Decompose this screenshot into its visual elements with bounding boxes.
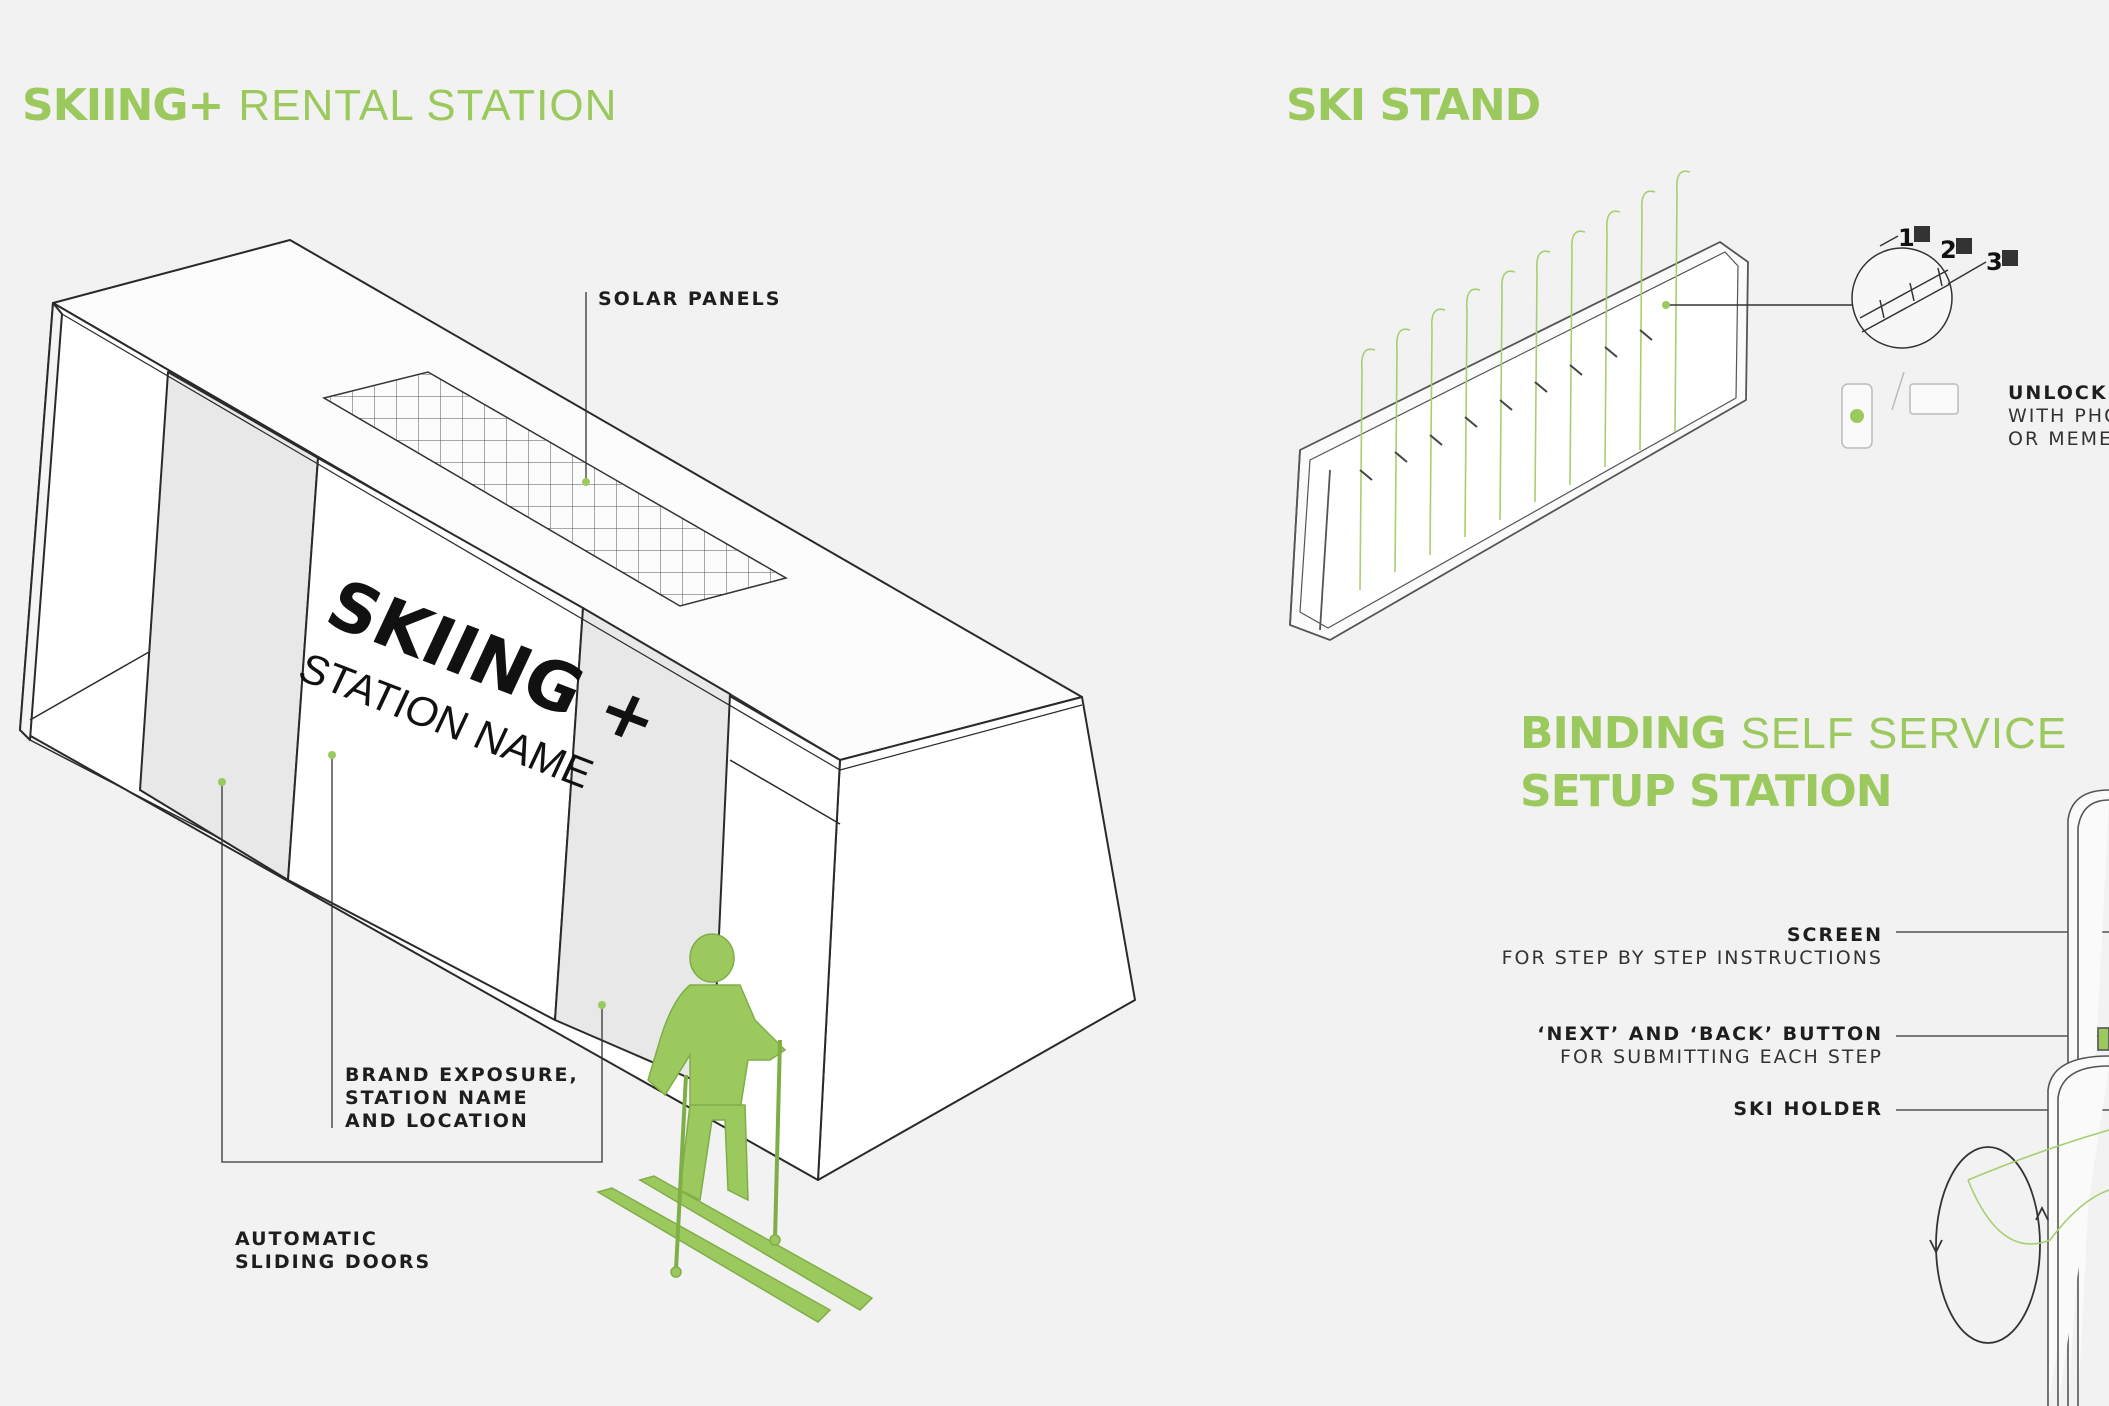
brand-exposure-line-2: STATION NAME [345,1087,529,1109]
brand-exposure-label: BRAND EXPOSURE, STATION NAME AND LOCATIO… [345,1064,579,1133]
sliding-doors-line-2: SLIDING DOORS [235,1251,432,1273]
sliding-doors-line-1: AUTOMATIC [235,1228,378,1250]
binding-title-line2: SETUP STATION [1520,766,1893,817]
unlocking-label: UNLOCKI WITH PHO OR MEME [2008,382,2109,451]
ski-stand-skis [1359,170,1691,591]
binding-title-bold: BINDING [1520,708,1727,759]
binding-title-light: SELF SERVICE [1740,709,2068,758]
qr-step-1: 1 [1898,224,1915,252]
qr-step-3: 3 [1986,248,2003,276]
ski-stand-zoom [1666,235,1987,349]
solar-panels-label: SOLAR PANELS [598,288,782,310]
screen-callout: SCREEN FOR STEP BY STEP INSTRUCTIONS [1502,924,1883,970]
rental-station-title: SKIING+ RENTAL STATION [22,84,617,128]
ski-holder-label: SKI HOLDER [1733,1098,1883,1120]
ski-stand-locks [1359,329,1653,481]
binding-station-title: BINDING SELF SERVICE [1520,712,2067,756]
qr-step-2: 2 [1940,236,1957,264]
unlocking-line-3: OR MEME [2008,428,2109,450]
next-back-sub: FOR SUBMITTING EACH STEP [1560,1046,1883,1068]
rental-station-building [19,239,1136,1181]
rotation-arrows [1929,1146,2049,1344]
screen-sub: FOR STEP BY STEP INSTRUCTIONS [1501,947,1883,969]
phone-card-icons [1841,371,1959,449]
binding-station-title-line2: SETUP STATION [1520,770,1893,814]
rental-title-brand: SKIING+ [22,80,224,131]
rental-title-rest: RENTAL STATION [238,81,618,130]
next-back-callout: ‘NEXT’ AND ‘BACK’ BUTTON FOR SUBMITTING … [1537,1023,1883,1069]
brand-exposure-line-3: AND LOCATION [345,1110,529,1132]
sliding-doors-label: AUTOMATIC SLIDING DOORS [235,1228,431,1274]
skier-figure [596,933,874,1323]
ski-stand [1289,241,1749,641]
next-back-label: ‘NEXT’ AND ‘BACK’ BUTTON [1537,1023,1883,1045]
screen-label: SCREEN [1786,924,1883,946]
binding-station-body [2047,789,2109,1406]
unlocking-line-2: WITH PHO [2008,405,2109,427]
solar-panel-array [322,371,788,607]
unlocking-line-1: UNLOCKI [2008,382,2109,404]
brand-exposure-line-1: BRAND EXPOSURE, [345,1064,579,1086]
ski-stand-dot [1662,301,1670,309]
qr-steps: 1 2 3 [1898,224,2018,276]
rental-callout-lines [221,292,603,1163]
ski-stand-title-text: SKI STAND [1286,80,1541,131]
ski-holder-callout: SKI HOLDER [1733,1098,1883,1121]
ski-stand-title: SKI STAND [1286,84,1541,128]
binding-ski [1967,1129,2109,1245]
callout-dots [218,478,606,1009]
